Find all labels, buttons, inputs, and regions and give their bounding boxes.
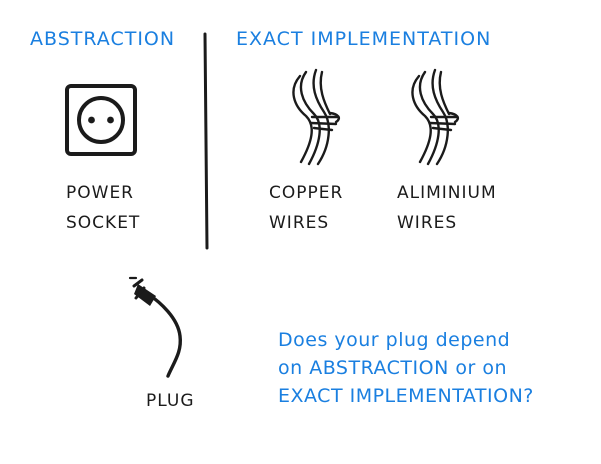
power-socket-label-line-2: SOCKET (66, 213, 141, 233)
aluminium-wires-label-line-2: WIRES (397, 213, 458, 233)
implementation-heading: EXACT IMPLEMENTATION (236, 28, 492, 50)
copper-wires-label: COPPER WIRES (269, 178, 343, 238)
question-line-2: on ABSTRACTION or on (278, 357, 507, 379)
abstraction-heading: ABSTRACTION (30, 28, 176, 50)
power-socket-label: POWER SOCKET (66, 178, 140, 238)
power-socket-label-line-1: POWER (66, 183, 134, 203)
copper-wires-label-line-2: WIRES (269, 213, 330, 233)
section-divider (203, 32, 209, 250)
plug-icon (128, 276, 183, 378)
copper-wires-label-line-1: COPPER (269, 183, 344, 203)
question-line-1: Does your plug depend (278, 329, 511, 351)
power-socket-icon (65, 84, 137, 156)
copper-wires-icon (292, 68, 341, 166)
question-line-3: EXACT IMPLEMENTATION? (278, 385, 534, 407)
plug-label: PLUG (146, 391, 195, 411)
aluminium-wires-icon (411, 68, 460, 166)
aluminium-wires-label: ALIMINIUM WIRES (397, 178, 497, 238)
aluminium-wires-label-line-1: ALIMINIUM (397, 183, 497, 203)
question-text: Does your plug depend on ABSTRACTION or … (278, 326, 534, 410)
